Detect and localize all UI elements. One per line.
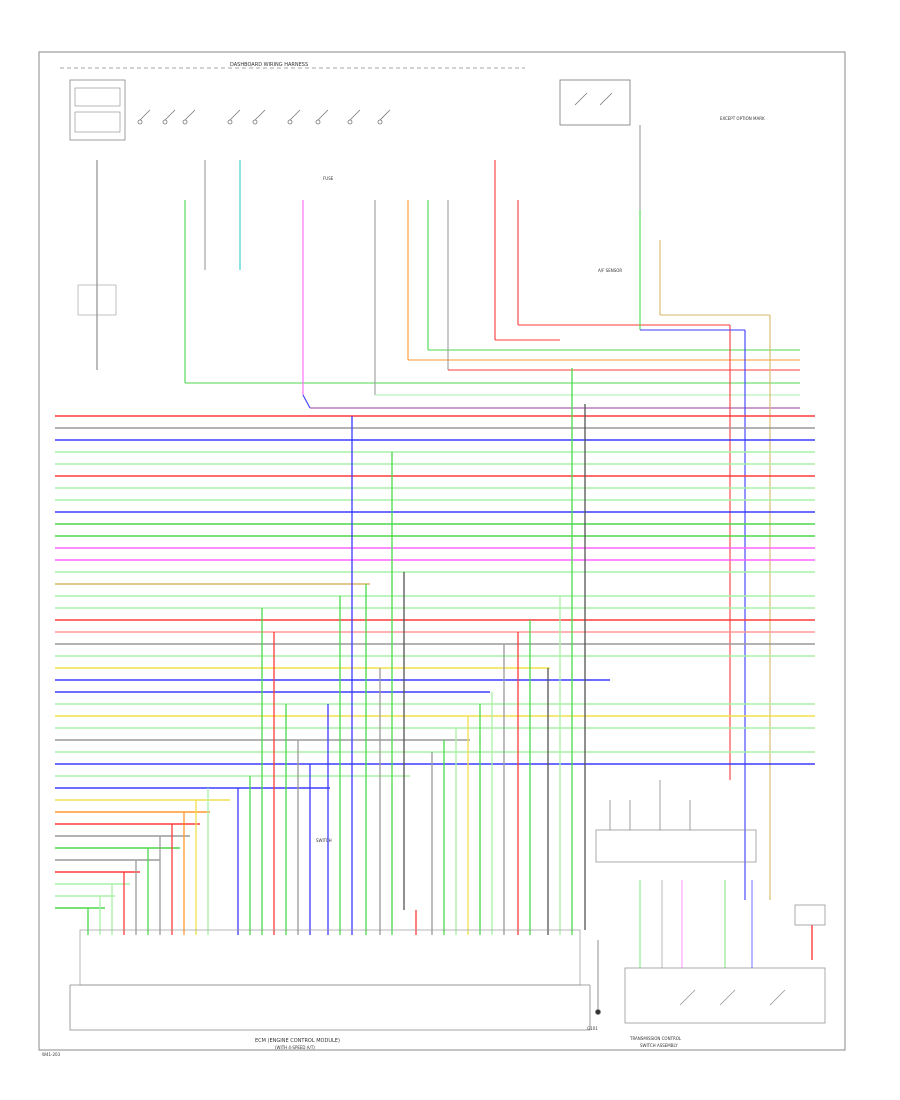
ecm-title: ECM (ENGINE CONTROL MODULE) [255, 1038, 340, 1044]
ground-label: G101 [587, 1026, 598, 1031]
left-connector-box [77, 284, 117, 316]
ecm-connector [69, 929, 591, 1031]
ecm-drop-wires [87, 368, 586, 935]
component-box [74, 111, 121, 133]
diagram-border [38, 51, 846, 1051]
harness-label: DASHBOARD WIRING HARNESS [230, 62, 308, 68]
tcm-switch-block [595, 780, 826, 1024]
fuse-label: FUSE [323, 176, 334, 181]
tcm-subtitle: SWITCH ASSEMBLY [640, 1043, 678, 1048]
sensor-label: A/F SENSOR [598, 268, 622, 273]
upper-right-switch [559, 79, 641, 210]
page-tag: W41-203 [42, 1052, 61, 1057]
vertical-wires [184, 160, 800, 900]
horizontal-bus [55, 415, 815, 909]
component-box [74, 87, 121, 107]
switch-symbols [137, 109, 391, 125]
tcm-title: TRANSMISSION CONTROL [629, 1036, 682, 1041]
switch-label: SWITCH [316, 838, 332, 843]
component-box [69, 79, 126, 141]
right-note: EXCEPT OPTION MARK [720, 116, 765, 121]
ground-symbol [595, 940, 601, 1015]
ecm-subtitle: (WITH 4-SPEED A/T) [275, 1045, 315, 1050]
